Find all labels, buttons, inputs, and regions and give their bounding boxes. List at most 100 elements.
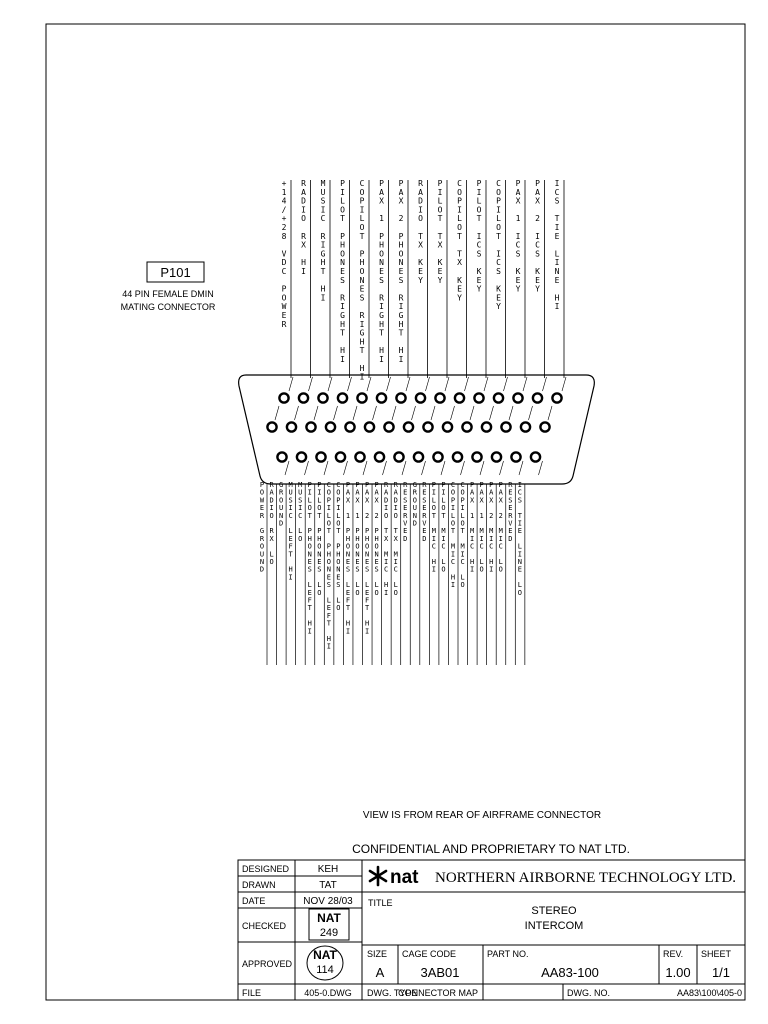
pin-socket xyxy=(356,392,368,404)
pin-socket xyxy=(490,451,503,463)
pin-socket xyxy=(375,392,388,404)
drawn-label: DRAWN xyxy=(242,880,276,890)
pin-socket xyxy=(500,421,512,433)
company-logo: nat xyxy=(390,867,419,888)
pin-divider xyxy=(483,376,489,392)
checked-stamp-line-1: NAT xyxy=(317,911,341,925)
pin-divider xyxy=(464,376,469,392)
rev-value: 1.00 xyxy=(665,965,690,980)
pin-socket xyxy=(363,421,376,433)
pin-divider xyxy=(304,460,309,476)
pin-socket xyxy=(373,451,386,463)
pin-socket xyxy=(422,421,434,433)
pin-divider xyxy=(538,460,543,476)
title-block xyxy=(237,859,746,1001)
pin-socket xyxy=(461,421,473,433)
pin-divider xyxy=(522,376,528,392)
pin-divider xyxy=(503,376,508,392)
connector-desc-1: 44 PIN FEMALE DMIN xyxy=(122,289,214,299)
pin-divider xyxy=(460,460,465,476)
file-value: 405-0.DWG xyxy=(304,988,352,998)
connector-shell xyxy=(238,374,595,485)
pin-socket xyxy=(383,421,395,433)
pin-divider xyxy=(469,405,475,421)
pin-divider xyxy=(547,405,553,421)
pin-socket xyxy=(510,451,522,463)
pin-divider xyxy=(508,405,514,421)
pin-divider xyxy=(430,405,436,421)
part-no-label: PART NO. xyxy=(487,949,529,959)
pin-divider xyxy=(542,376,547,392)
pin-divider xyxy=(440,460,446,476)
approved-stamp-line-1: NAT xyxy=(313,948,337,962)
title-line-1: STEREO xyxy=(531,905,577,917)
pin-socket xyxy=(529,451,542,463)
pin-socket xyxy=(305,421,317,433)
connector-tag-box xyxy=(146,261,205,283)
pin-socket xyxy=(336,392,349,404)
pin-divider xyxy=(366,376,372,392)
pin-socket xyxy=(539,421,551,433)
pin-socket xyxy=(531,392,544,404)
pin-socket xyxy=(395,392,407,404)
pin-socket xyxy=(324,421,337,433)
designed-value: KEH xyxy=(318,864,339,875)
approved-label: APPROVED xyxy=(242,959,293,969)
pin-socket xyxy=(492,392,505,404)
pin-socket xyxy=(414,392,427,404)
pin-divider xyxy=(284,460,290,476)
pin-divider xyxy=(444,376,450,392)
pin-divider xyxy=(386,376,391,392)
dwg-type-label: DWG. TYPE xyxy=(367,988,417,998)
pin-socket xyxy=(471,451,483,463)
pin-socket xyxy=(334,451,347,463)
cage-code-value: 3AB01 xyxy=(420,965,459,980)
pin-socket xyxy=(276,451,288,463)
sheet-label: SHEET xyxy=(701,949,732,959)
dwg-type-value: CONNECTOR MAP xyxy=(398,988,478,998)
pin-socket xyxy=(315,451,327,463)
connector-desc-2: MATING CONNECTOR xyxy=(121,302,216,312)
pin-socket xyxy=(551,392,563,404)
pin-divider xyxy=(352,405,358,421)
pin-socket xyxy=(441,421,454,433)
checked-label: CHECKED xyxy=(242,921,287,931)
pin-socket xyxy=(412,451,425,463)
pin-divider xyxy=(499,460,504,476)
pin-socket xyxy=(393,451,405,463)
pin-socket xyxy=(278,392,290,404)
pin-divider xyxy=(274,405,280,421)
pin-socket xyxy=(317,392,329,404)
size-label: SIZE xyxy=(367,949,387,959)
date-value: NOV 28/03 xyxy=(303,896,353,907)
date-label: DATE xyxy=(242,896,265,906)
pin-socket xyxy=(473,392,485,404)
